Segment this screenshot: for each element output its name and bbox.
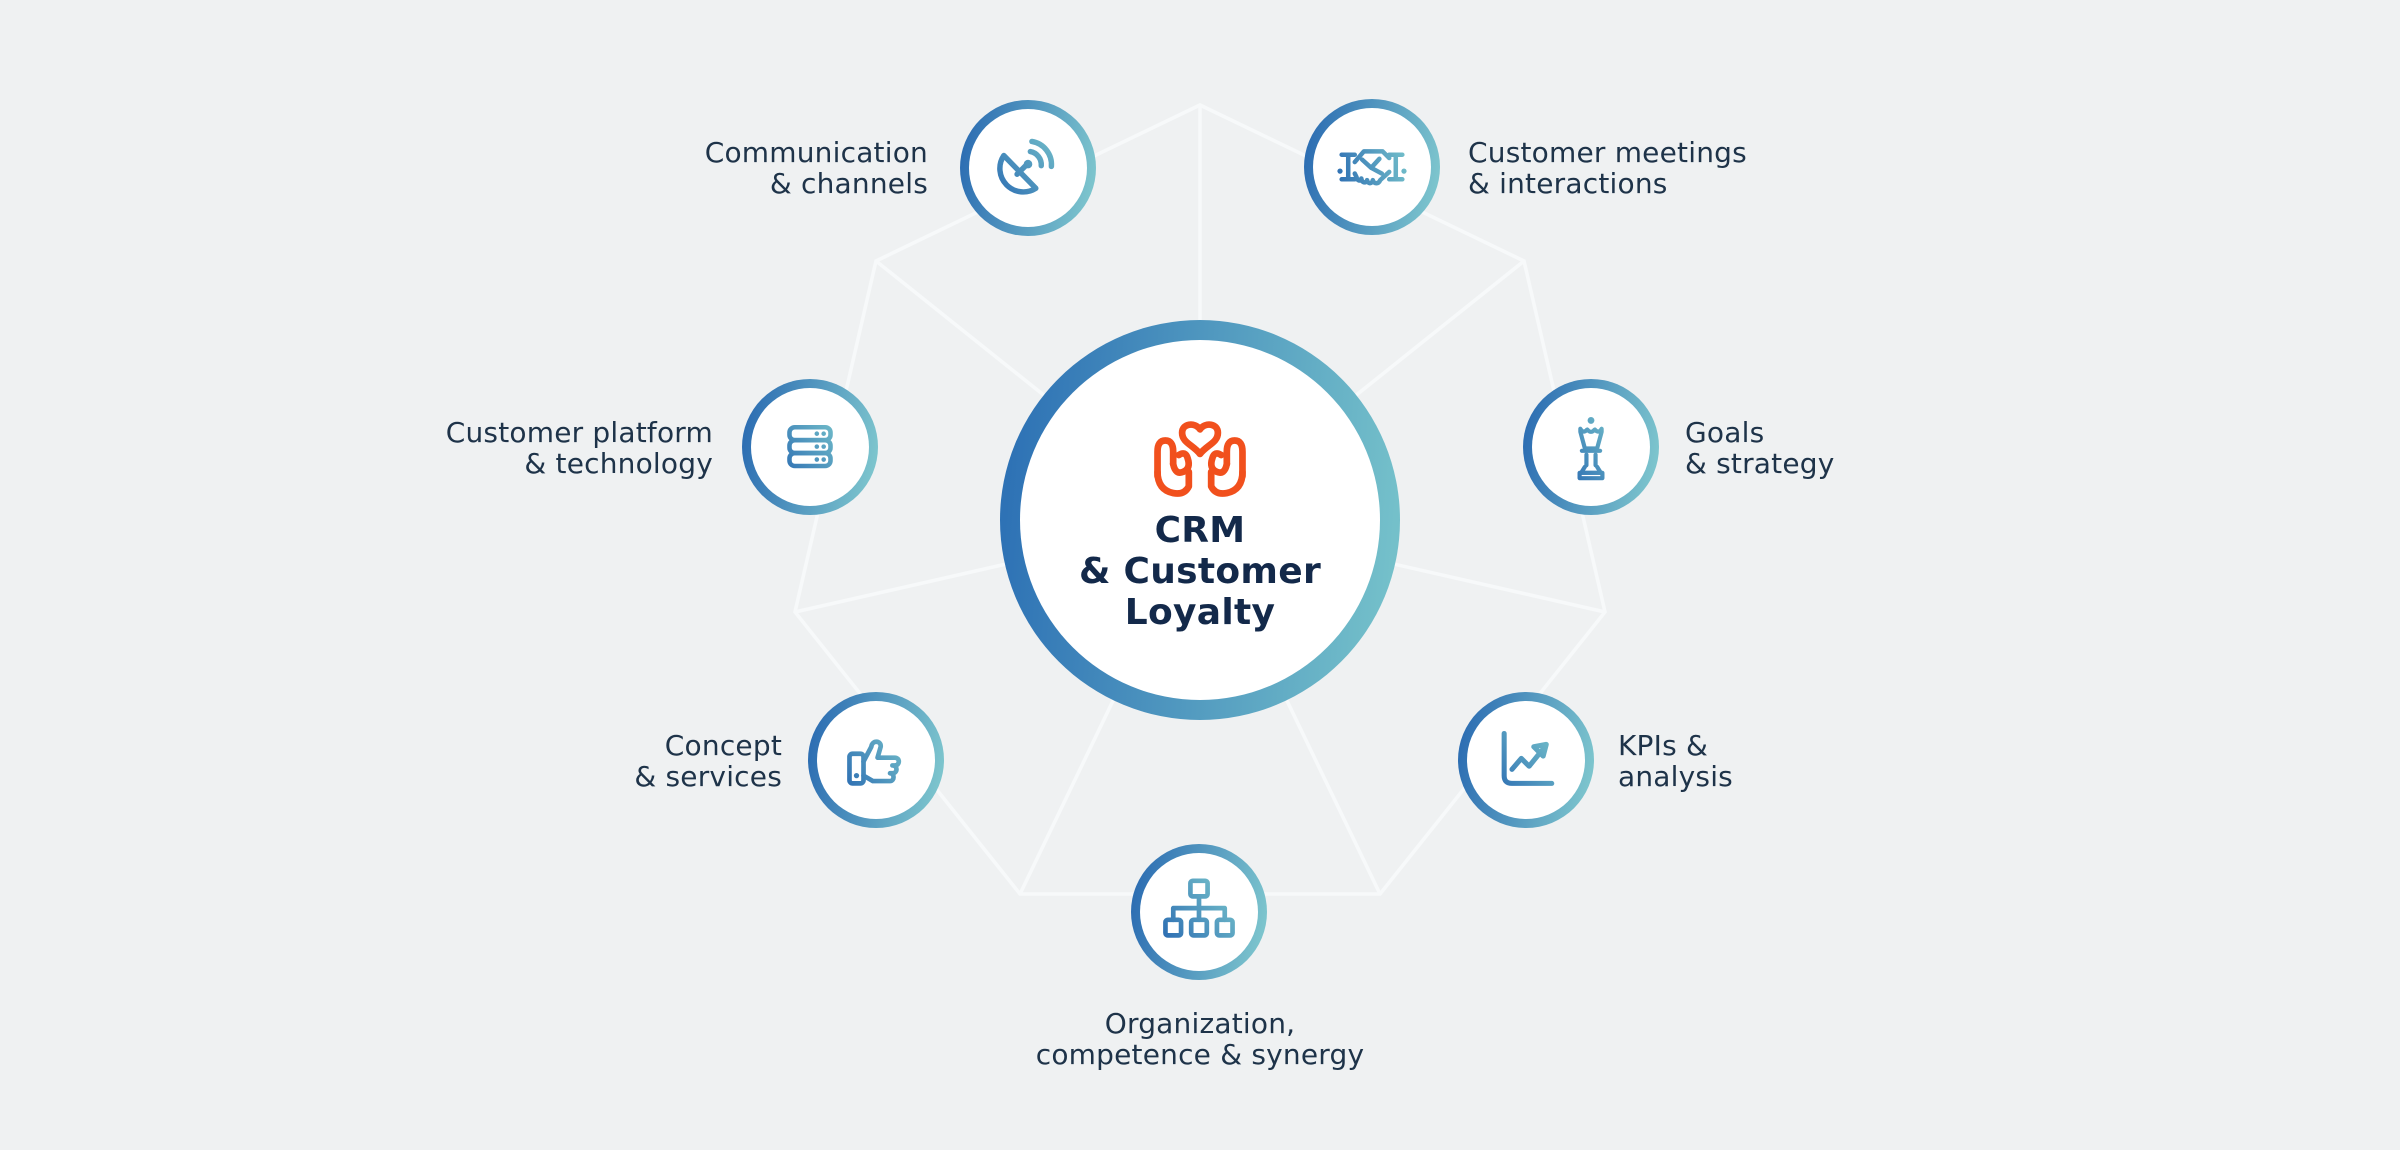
label-line: & strategy: [1685, 447, 1835, 480]
node-circle-communication: [960, 100, 1096, 236]
node-label-communication: Communication & channels: [508, 137, 928, 199]
org-chart-icon: [1163, 878, 1235, 938]
satellite-dish-icon: [997, 138, 1055, 195]
label-line: & technology: [524, 447, 713, 480]
node-inner-meetings: [1313, 108, 1431, 226]
center-title-line: Loyalty: [1124, 592, 1276, 633]
node-circle-kpis: [1458, 692, 1594, 828]
center-title-line: CRM: [1154, 510, 1246, 551]
label-line: Communication: [704, 136, 928, 169]
node-label-goals: Goals & strategy: [1685, 417, 2105, 479]
center-node: CRM & Customer Loyalty: [1000, 320, 1400, 720]
node-circle-organization: [1131, 844, 1267, 980]
label-line: Customer platform: [445, 416, 713, 449]
node-label-concept: Concept & services: [362, 730, 782, 792]
node-inner-concept: [817, 701, 935, 819]
label-line: Organization,: [1104, 1007, 1296, 1040]
hands-holding-heart-icon: [1154, 421, 1246, 497]
line-chart-arrow-icon: [1501, 730, 1555, 786]
center-title-line: & Customer: [1078, 551, 1322, 592]
label-line: Concept: [664, 729, 782, 762]
node-label-kpis: KPIs & analysis: [1618, 730, 2038, 792]
node-label-meetings: Customer meetings & interactions: [1468, 137, 1888, 199]
label-line: Customer meetings: [1468, 136, 1747, 169]
label-line: analysis: [1618, 760, 1733, 793]
label-line: & interactions: [1468, 167, 1668, 200]
node-inner-kpis: [1467, 701, 1585, 819]
node-inner-platform: [751, 388, 869, 506]
node-inner-communication: [969, 109, 1087, 227]
node-inner-goals: [1532, 388, 1650, 506]
center-title: CRM & Customer Loyalty: [1079, 510, 1321, 633]
node-label-organization: Organization, competence & synergy: [890, 1008, 1510, 1070]
node-circle-platform: [742, 379, 878, 515]
label-line: Goals: [1685, 416, 1765, 449]
center-node-inner: CRM & Customer Loyalty: [1020, 340, 1380, 700]
node-label-platform: Customer platform & technology: [293, 417, 713, 479]
server-stack-icon: [787, 424, 833, 469]
chess-queen-icon: [1577, 416, 1605, 481]
node-inner-organization: [1140, 853, 1258, 971]
label-line: & channels: [769, 167, 928, 200]
node-circle-concept: [808, 692, 944, 828]
label-line: KPIs &: [1618, 729, 1709, 762]
handshake-icon: [1337, 149, 1407, 186]
node-circle-meetings: [1304, 99, 1440, 235]
label-line: competence & synergy: [1035, 1038, 1365, 1071]
node-circle-goals: [1523, 379, 1659, 515]
thumbs-up-icon: [847, 739, 902, 786]
web-spokes: [794, 105, 1606, 895]
label-line: & services: [634, 760, 782, 793]
